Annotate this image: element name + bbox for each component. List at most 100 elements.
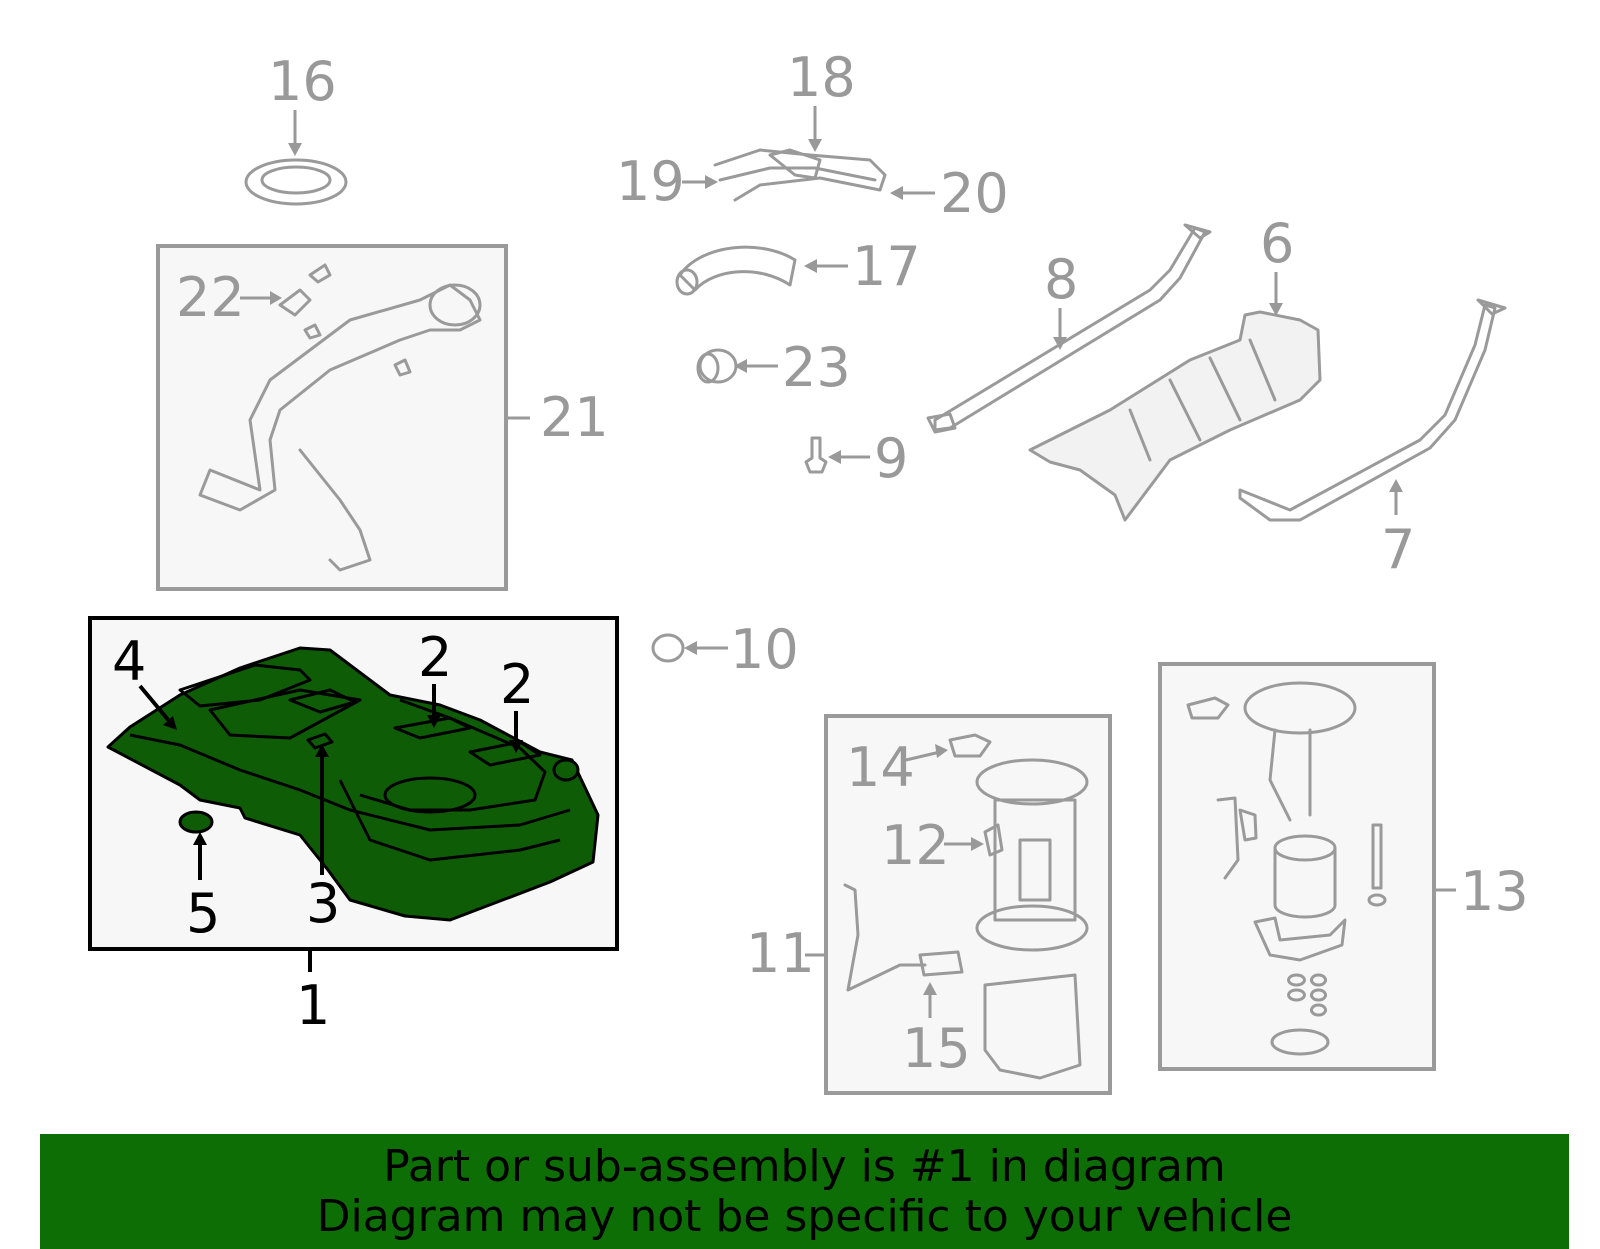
float-15 — [918, 950, 964, 977]
box-21 — [156, 244, 508, 591]
tank-top-panel — [178, 663, 362, 740]
heat-shield — [1028, 310, 1322, 522]
ring-inner — [260, 165, 332, 195]
ring-outer — [244, 158, 348, 206]
callout-3: 3 — [306, 872, 340, 935]
callout-4: 4 — [112, 630, 146, 693]
callout-11: 11 — [746, 922, 815, 985]
arrow-10 — [684, 641, 697, 655]
arrow-3 — [315, 744, 329, 757]
pump-motor — [1273, 846, 1337, 919]
callout-19: 19 — [616, 150, 685, 213]
box-11 — [824, 714, 1112, 1095]
footer-banner: Part or sub-assembly is #1 in diagram Di… — [40, 1134, 1569, 1249]
arrow-14 — [935, 744, 948, 758]
sender-arm — [843, 883, 927, 992]
vent-tube — [298, 448, 372, 572]
callout-20: 20 — [940, 162, 1009, 225]
tank-pump-opening — [383, 776, 477, 814]
footer-line-1: Part or sub-assembly is #1 in diagram — [383, 1141, 1226, 1192]
arrow-22 — [270, 291, 282, 305]
part-17[interactable]: 17 — [675, 235, 921, 298]
fuel-filter-basket — [983, 973, 1082, 1080]
connector-13 — [1186, 696, 1230, 720]
hose-13 — [1268, 728, 1312, 822]
bolt-9 — [804, 436, 828, 474]
vent-hoses — [713, 148, 887, 202]
callout-23: 23 — [782, 336, 851, 399]
callout-13: 13 — [1460, 860, 1529, 923]
grommet-5 — [178, 810, 214, 834]
arrow-7 — [1389, 479, 1403, 492]
arrow-2a — [427, 715, 441, 728]
grommet-10 — [651, 633, 685, 663]
pump-base — [975, 904, 1089, 952]
callout-15: 15 — [902, 1017, 971, 1080]
callout-18: 18 — [787, 46, 856, 109]
filler-bracket — [278, 263, 412, 377]
fuel-tank-group[interactable]: 4 2 2 3 5 1 — [88, 616, 619, 1037]
flange-13 — [1243, 681, 1357, 735]
hose-17-end — [675, 268, 699, 296]
callout-17: 17 — [852, 235, 921, 298]
callout-9: 9 — [874, 427, 908, 490]
part-10[interactable]: 10 — [651, 618, 799, 681]
callout-6: 6 — [1260, 212, 1294, 275]
callout-2a: 2 — [418, 626, 452, 689]
pump-body — [993, 798, 1077, 922]
part-6[interactable]: 6 — [1028, 212, 1322, 522]
leader-4 — [138, 684, 172, 724]
fuel-tank — [106, 646, 600, 922]
arrow-12 — [971, 837, 984, 851]
connector-14 — [948, 733, 992, 758]
arrow-5 — [193, 832, 207, 845]
strap-7-end — [1476, 298, 1507, 316]
arrow-2b — [509, 740, 523, 753]
arrow-17 — [804, 259, 817, 273]
regulator-13 — [1270, 1028, 1330, 1056]
strap-8-end — [926, 223, 1212, 434]
arrow-15 — [923, 982, 937, 995]
parts-18-19-20[interactable]: 18 19 20 — [616, 46, 1009, 225]
filler-cap-opening — [428, 283, 482, 327]
callout-10: 10 — [730, 618, 799, 681]
footer-line-2: Diagram may not be specific to your vehi… — [316, 1191, 1293, 1242]
box-13 — [1158, 662, 1436, 1071]
arrow-20 — [890, 186, 903, 200]
washer-13 — [1367, 893, 1387, 907]
pump-assembly-11[interactable]: 14 12 15 11 — [746, 714, 1112, 1095]
bracket-13 — [1253, 916, 1347, 962]
pump-bracket-12 — [983, 823, 1004, 857]
arrow-6 — [1269, 303, 1283, 316]
callout-16: 16 — [268, 50, 337, 113]
arrow-16 — [288, 143, 302, 156]
filler-neck-group[interactable]: 21 22 — [156, 244, 609, 591]
callout-22: 22 — [176, 266, 245, 329]
arrow-4 — [163, 716, 177, 730]
callout-5: 5 — [186, 882, 220, 945]
callout-8: 8 — [1044, 248, 1078, 311]
pump-components-13[interactable]: 13 — [1158, 662, 1529, 1071]
arrow-19 — [705, 175, 718, 189]
callout-1: 1 — [296, 974, 330, 1037]
pump-flange — [975, 758, 1089, 806]
cap-23-rim — [696, 352, 720, 384]
part-9[interactable]: 9 — [804, 427, 908, 490]
sender-13 — [1216, 796, 1258, 880]
part-7[interactable]: 7 — [1238, 298, 1507, 581]
arrow-18 — [808, 139, 822, 152]
part-16[interactable]: 16 — [244, 50, 348, 206]
arrow-23 — [734, 359, 747, 373]
arrow-9 — [828, 450, 841, 464]
tank-neck — [552, 758, 580, 782]
callout-2b: 2 — [500, 653, 534, 716]
part-23[interactable]: 23 — [696, 336, 851, 399]
leader-14 — [905, 750, 941, 762]
seals-13 — [1287, 973, 1327, 1017]
callout-21: 21 — [540, 386, 609, 449]
heat-shield-ribs — [1128, 338, 1277, 462]
part-8[interactable]: 8 — [926, 223, 1212, 434]
hose-17 — [678, 245, 797, 292]
filler-pipe — [198, 283, 482, 512]
